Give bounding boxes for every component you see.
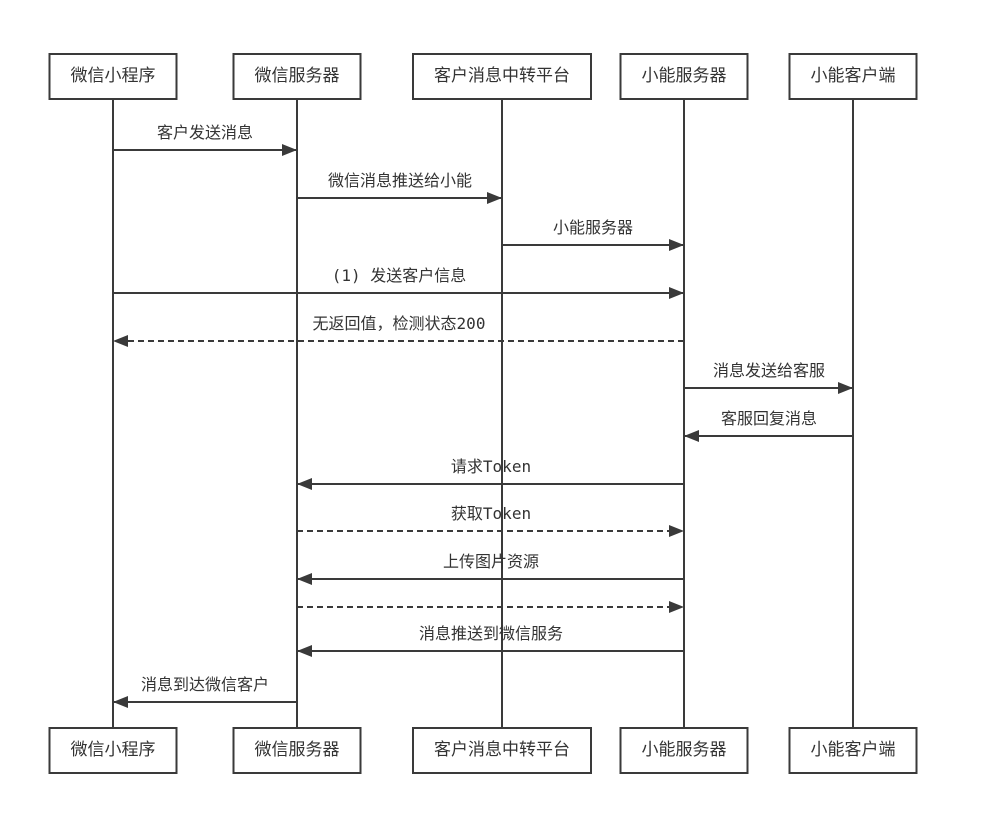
lifeline-xiaoneng-client [852, 98, 854, 729]
message-line [297, 530, 669, 532]
actor-box-bottom-wechat-server: 微信服务器 [232, 727, 362, 774]
message-line [128, 340, 684, 342]
message-label: 获取Token [450, 504, 532, 523]
arrowhead-icon [113, 335, 128, 347]
actor-box-top-xiaoneng-server: 小能服务器 [619, 53, 749, 100]
message-line [684, 387, 853, 389]
message-label: 消息推送到微信服务 [418, 624, 564, 643]
message-label: 上传图片资源 [442, 552, 540, 571]
lifeline-xiaoneng-server [683, 98, 685, 729]
lifeline-wechat-miniprogram [112, 98, 114, 729]
lifeline-wechat-server [296, 98, 298, 729]
message-line [684, 435, 853, 437]
lifeline-customer-message-relay-platform [501, 98, 503, 729]
arrowhead-icon [297, 645, 312, 657]
actor-box-top-xiaoneng-client: 小能客户端 [788, 53, 918, 100]
message-label: 消息发送给客服 [712, 361, 826, 380]
arrowhead-icon [684, 430, 699, 442]
message-line [297, 483, 684, 485]
message-line [502, 244, 684, 246]
message-label: (1) 发送客户信息 [331, 266, 467, 285]
arrowhead-icon [282, 144, 297, 156]
message-label: 小能服务器 [552, 218, 634, 237]
message-label: 微信消息推送给小能 [327, 171, 473, 190]
arrowhead-icon [297, 573, 312, 585]
message-label: 消息到达微信客户 [140, 675, 270, 694]
message-line [297, 650, 684, 652]
arrowhead-icon [669, 239, 684, 251]
message-label: 客服回复消息 [720, 409, 818, 428]
message-line [113, 292, 684, 294]
message-line [113, 149, 297, 151]
arrowhead-icon [669, 601, 684, 613]
arrowhead-icon [838, 382, 853, 394]
actor-box-top-customer-message-relay-platform: 客户消息中转平台 [412, 53, 592, 100]
arrowhead-icon [669, 525, 684, 537]
actor-box-bottom-xiaoneng-client: 小能客户端 [788, 727, 918, 774]
message-label: 请求Token [450, 457, 532, 476]
actor-box-top-wechat-miniprogram: 微信小程序 [48, 53, 178, 100]
actor-box-bottom-wechat-miniprogram: 微信小程序 [48, 727, 178, 774]
arrowhead-icon [113, 696, 128, 708]
actor-box-bottom-customer-message-relay-platform: 客户消息中转平台 [412, 727, 592, 774]
arrowhead-icon [669, 287, 684, 299]
arrowhead-icon [297, 478, 312, 490]
message-label: 客户发送消息 [156, 123, 254, 142]
message-line [297, 197, 502, 199]
actor-box-top-wechat-server: 微信服务器 [232, 53, 362, 100]
message-line [297, 578, 684, 580]
actor-box-bottom-xiaoneng-server: 小能服务器 [619, 727, 749, 774]
message-line [297, 606, 669, 608]
message-label: 无返回值，检测状态200 [312, 314, 486, 333]
arrowhead-icon [487, 192, 502, 204]
message-line [113, 701, 297, 703]
